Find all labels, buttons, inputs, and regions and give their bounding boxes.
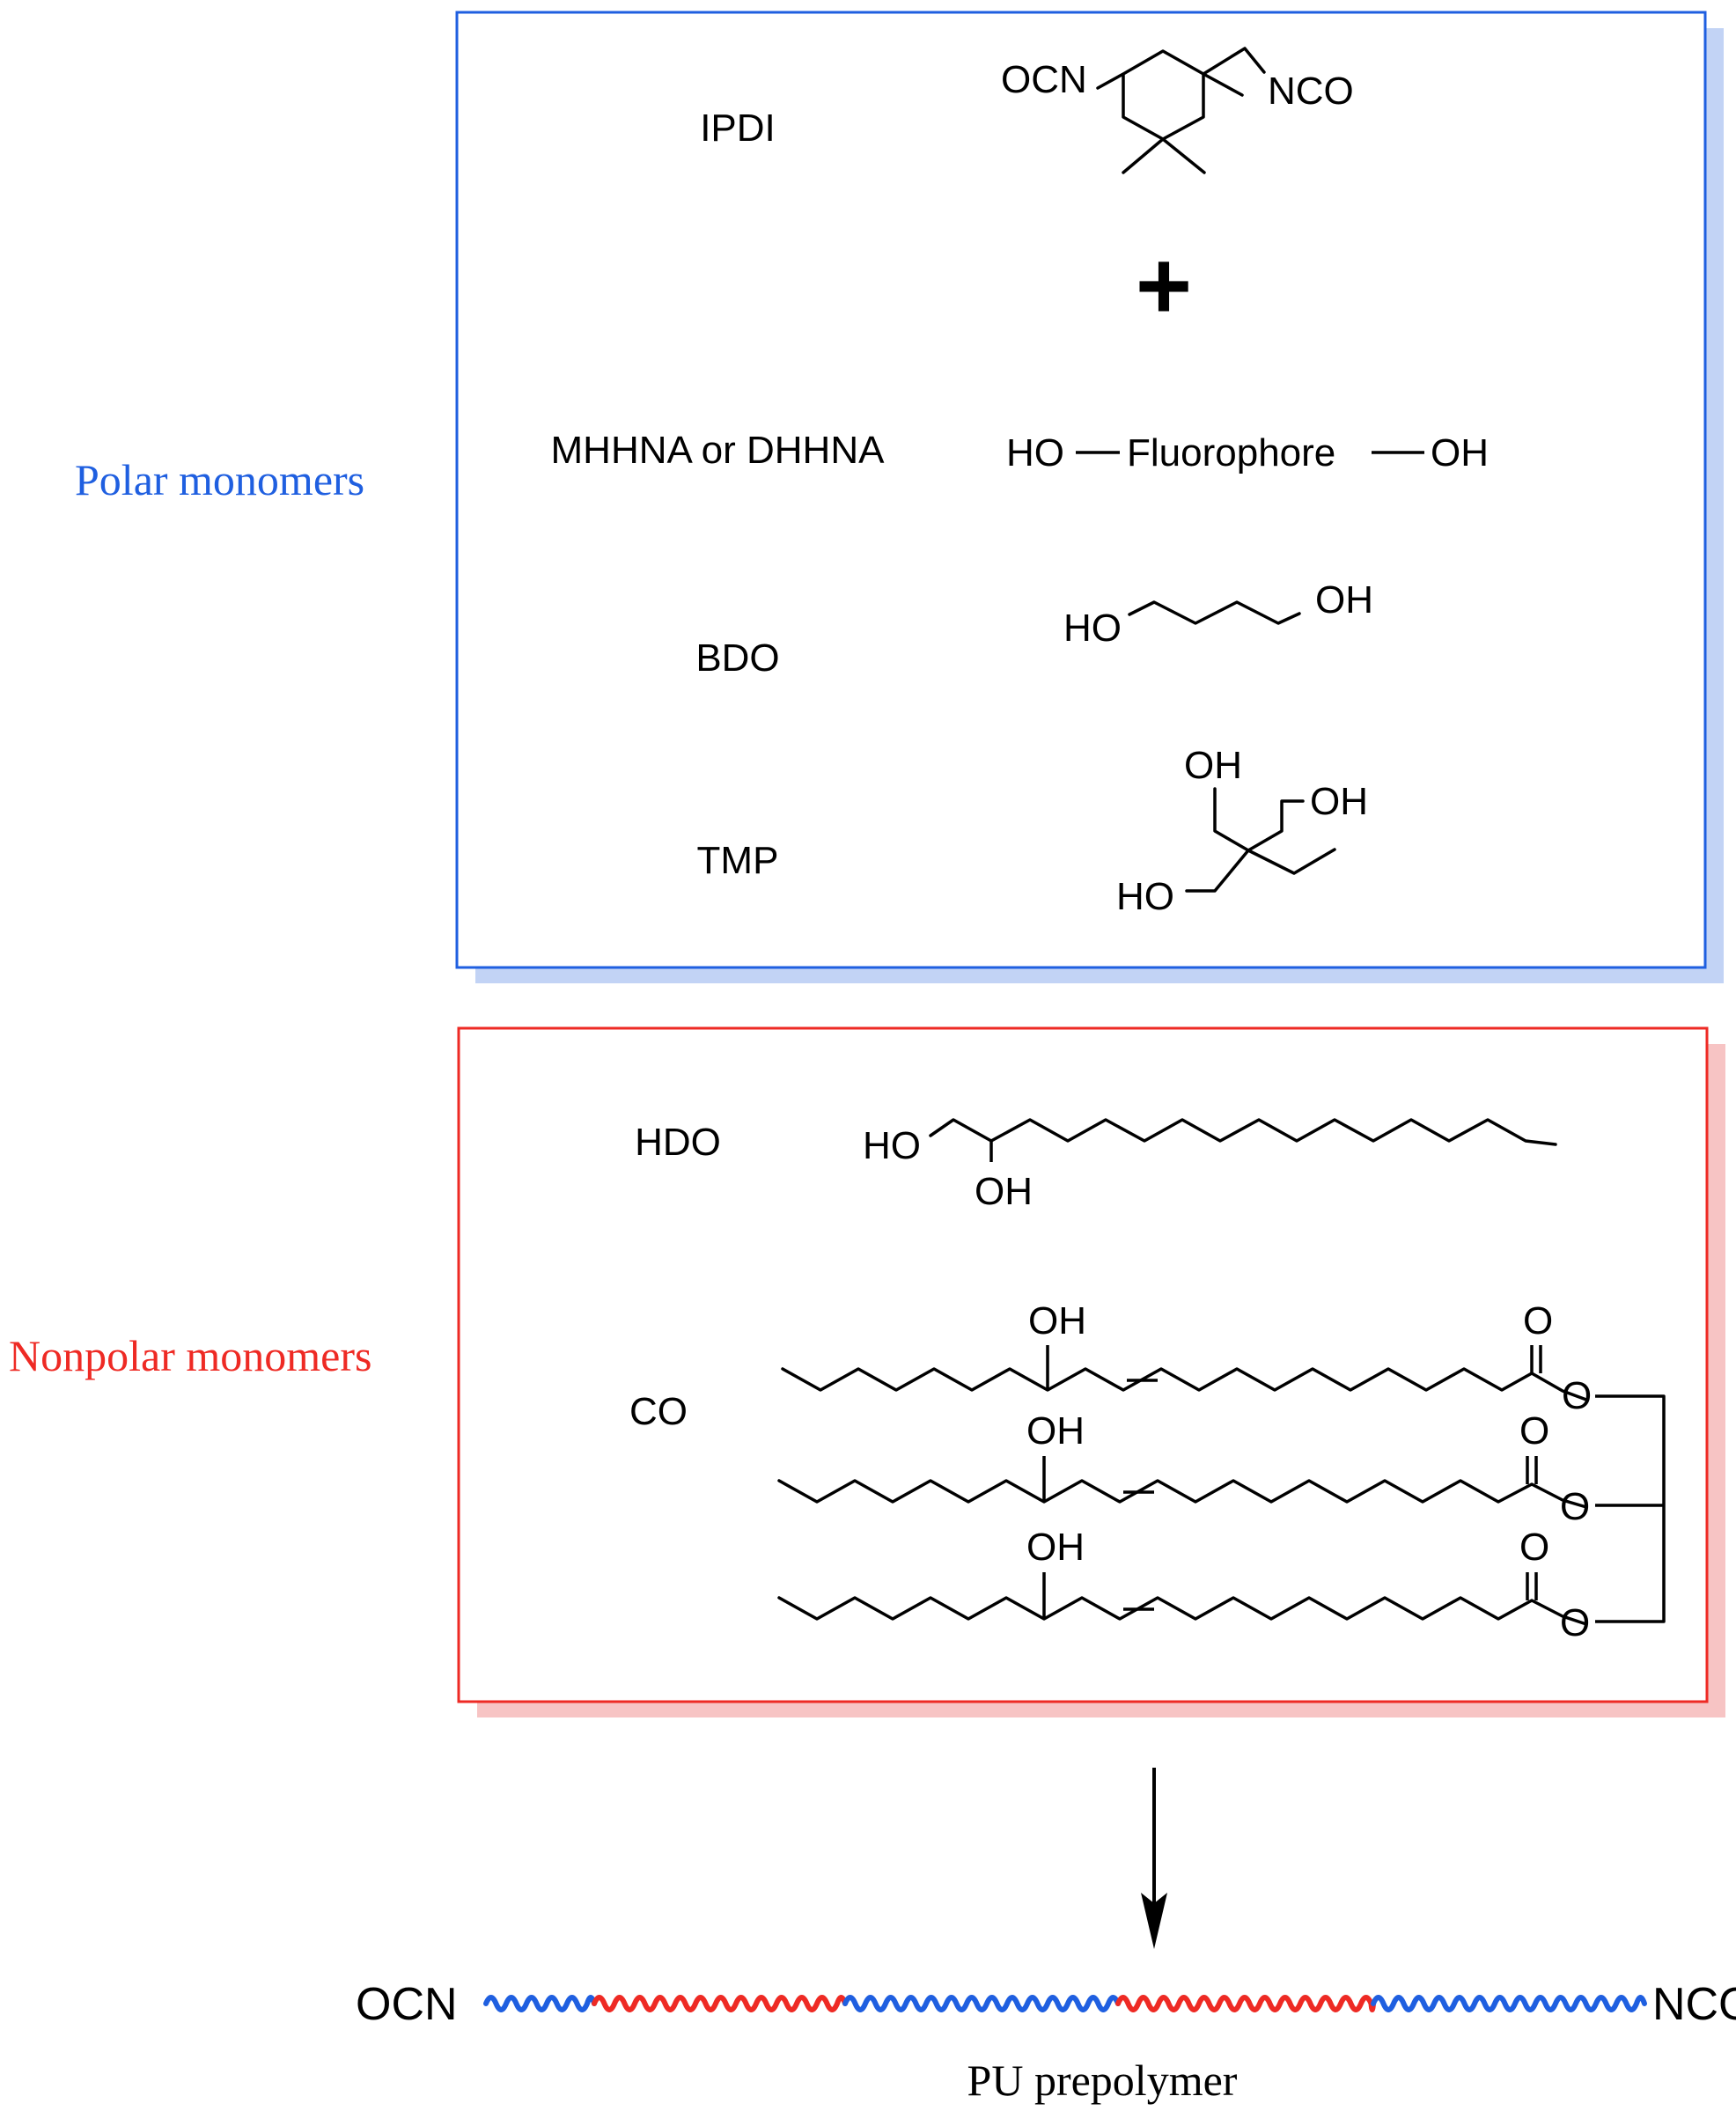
co-chain-3-carbonyl-o-label: O bbox=[1519, 1526, 1549, 1569]
plus-sign: + bbox=[1136, 232, 1192, 340]
co-chain-2-oh-label: OH bbox=[1026, 1409, 1085, 1453]
co-chain-3: OH O O bbox=[777, 1526, 1590, 1644]
bdo-structure bbox=[1128, 600, 1301, 625]
co-name: CO bbox=[629, 1390, 688, 1433]
co-chain-1: OH O O bbox=[781, 1299, 1592, 1417]
ipdi-name: IPDI bbox=[700, 107, 776, 150]
hdo-oh-label: OH bbox=[975, 1170, 1033, 1213]
tmp-structure bbox=[1185, 787, 1336, 893]
polar-monomers-label: Polar monomers bbox=[75, 455, 364, 504]
hdo-name: HDO bbox=[635, 1121, 721, 1164]
reaction-arrow bbox=[1141, 1768, 1167, 1949]
co-glycerol-backbone bbox=[1595, 1394, 1666, 1623]
polar-monomers-box bbox=[455, 11, 1724, 983]
prepolymer-nco-label: NCO bbox=[1652, 1979, 1736, 2030]
bdo-name: BDO bbox=[695, 636, 779, 680]
co-chain-2: OH O O bbox=[777, 1409, 1590, 1528]
co-chain-1-oh-label: OH bbox=[1028, 1299, 1086, 1342]
bdo-oh-label: OH bbox=[1315, 578, 1373, 622]
prepolymer-chain-polar-segment-3 bbox=[1371, 1995, 1647, 2012]
co-chain-1-ester-o-label: O bbox=[1562, 1374, 1592, 1417]
prepolymer-label: PU prepolymer bbox=[967, 2056, 1238, 2105]
co-chain-2-carbonyl-o-label: O bbox=[1519, 1409, 1549, 1453]
co-chain-1-carbonyl-o-label: O bbox=[1523, 1299, 1553, 1342]
tmp-oh-right-label: OH bbox=[1310, 780, 1368, 823]
tmp-ho-label: HO bbox=[1116, 875, 1174, 918]
prepolymer-ocn-label: OCN bbox=[356, 1979, 458, 2030]
hdo-ho-label: HO bbox=[863, 1124, 921, 1167]
ipdi-nco-label: NCO bbox=[1268, 70, 1354, 113]
hdo-structure bbox=[929, 1118, 1557, 1146]
fluorophore-ho-label: HO bbox=[1006, 431, 1064, 474]
co-chain-3-oh-label: OH bbox=[1026, 1526, 1085, 1569]
fluorophore-label: Fluorophore bbox=[1127, 431, 1335, 474]
prepolymer-chain-polar-segment-2 bbox=[842, 1995, 1121, 2012]
polar-box-frame bbox=[455, 11, 1707, 969]
tmp-name: TMP bbox=[697, 839, 779, 882]
fluorophore-oh-label: OH bbox=[1431, 431, 1489, 474]
prepolymer-chain-nonpolar-segment-1 bbox=[592, 1995, 848, 2012]
co-chain-3-ester-o-label: O bbox=[1560, 1601, 1590, 1644]
ipdi-ocn-label: OCN bbox=[1001, 58, 1087, 101]
mhhna-name: MHHNA or DHHNA bbox=[551, 429, 886, 472]
prepolymer-chain-nonpolar-segment-2 bbox=[1115, 1995, 1376, 2012]
nonpolar-box-frame bbox=[457, 1026, 1709, 1703]
co-chain-2-ester-o-label: O bbox=[1560, 1485, 1590, 1528]
ipdi-structure bbox=[1096, 47, 1266, 174]
tmp-oh-top-label: OH bbox=[1184, 744, 1242, 787]
prepolymer-chain-polar-segment-1 bbox=[483, 1995, 597, 2012]
nonpolar-monomers-label: Nonpolar monomers bbox=[9, 1331, 371, 1380]
bdo-ho-label: HO bbox=[1063, 607, 1122, 650]
